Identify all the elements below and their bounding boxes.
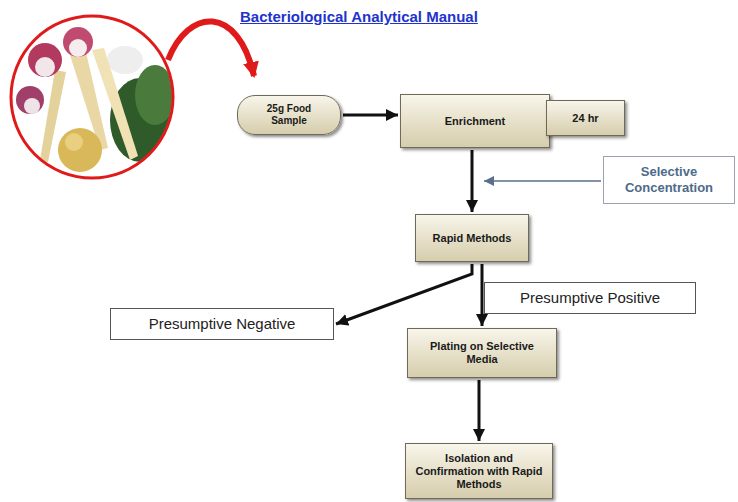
result-box: Presumptive Positive <box>484 282 696 314</box>
time-box: 24 hr <box>546 100 625 136</box>
vegetable-picture <box>11 16 175 178</box>
flow-arrow <box>343 114 398 117</box>
rutabaga <box>58 128 102 172</box>
turnip <box>28 43 62 77</box>
page-title: Bacteriological Analytical Manual <box>240 8 478 25</box>
flow-arrow <box>471 150 474 212</box>
process-box: Enrichment <box>400 94 550 148</box>
turnip <box>16 86 44 114</box>
box-text: Isolation and Confirmation with Rapid Me… <box>412 452 546 491</box>
box-text: 25g Food Sample <box>256 103 322 127</box>
flow-arrow <box>336 264 472 324</box>
box-text: Enrichment <box>445 115 506 128</box>
box-text: Selective Concentration <box>612 164 726 196</box>
flow-arrow <box>478 380 481 441</box>
box-text: Presumptive Positive <box>520 289 660 307</box>
turnip <box>63 27 93 57</box>
result-box: Presumptive Negative <box>110 308 334 340</box>
box-text: Plating on Selective Media <box>414 340 550 366</box>
rutabaga <box>65 133 83 151</box>
leek <box>107 46 143 74</box>
turnip <box>69 39 87 57</box>
process-box: Plating on Selective Media <box>407 328 557 378</box>
start-box: 25g Food Sample <box>237 95 341 135</box>
box-text: Presumptive Negative <box>149 315 296 333</box>
pointer-arrow <box>484 180 601 182</box>
process-box: Rapid Methods <box>415 214 529 262</box>
turnip <box>24 98 40 114</box>
process-box: Isolation and Confirmation with Rapid Me… <box>405 443 553 499</box>
curved-arrow <box>168 21 254 76</box>
picture-ring <box>11 16 173 178</box>
note-box: Selective Concentration <box>603 156 735 204</box>
box-text: Rapid Methods <box>433 232 512 245</box>
box-text: 24 hr <box>572 112 598 125</box>
turnip <box>35 57 55 77</box>
